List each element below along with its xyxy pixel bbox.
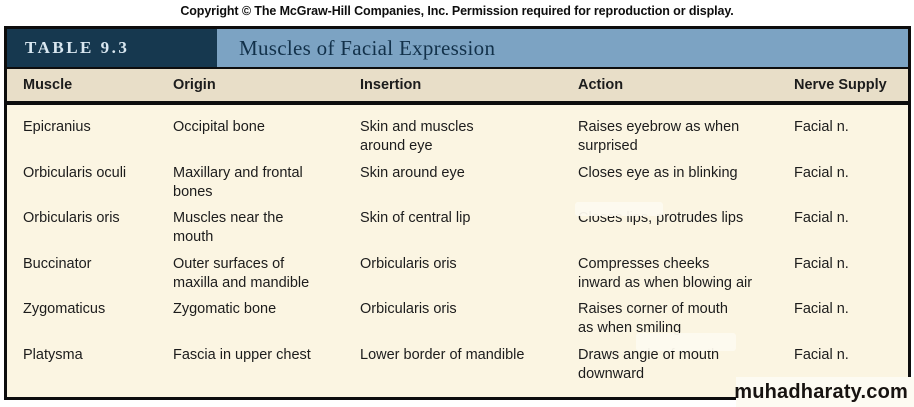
cell-nerve-supply: Facial n.	[794, 346, 849, 363]
cell-origin: Occipital bone	[173, 119, 265, 135]
cell-muscle: Zygomaticus	[23, 301, 106, 317]
column-header-nerve-supply: Nerve Supply	[794, 76, 887, 93]
table-row: Orbicularis oculi Maxillary and frontal …	[7, 164, 908, 210]
erased-text-smudge	[575, 202, 663, 216]
cell-action: Raises eyebrow as when surprised	[578, 119, 740, 154]
cell-nerve-supply: Facial n.	[794, 255, 849, 272]
cell-insertion: Orbicularis oris	[360, 255, 457, 272]
table-muscles-of-facial-expression: TABLE 9.3 Muscles of Facial Expression M…	[4, 26, 911, 400]
cell-muscle: Orbicularis oculi	[23, 164, 127, 181]
column-header-muscle: Muscle	[23, 76, 73, 93]
cell-origin: Muscles near the mouth	[173, 210, 284, 245]
cell-nerve-supply: Facial n.	[794, 164, 849, 181]
table-number-label: TABLE 9.3	[7, 29, 217, 67]
table-row: Zygomaticus Zygomatic bone Orbicularis o…	[7, 300, 908, 346]
cell-nerve-supply: Facial n.	[794, 119, 849, 135]
column-header-row: Muscle Origin Insertion Action Nerve Sup…	[7, 69, 908, 105]
cell-origin: Zygomatic bone	[173, 301, 277, 317]
cell-muscle: Orbicularis oris	[23, 210, 120, 226]
cell-origin: Outer surfaces of maxilla and mandible	[173, 255, 310, 291]
table-title: Muscles of Facial Expression	[239, 35, 496, 60]
column-header-action: Action	[578, 76, 624, 93]
cell-muscle: Platysma	[23, 346, 83, 363]
table-row: Buccinator Outer surfaces of maxilla and…	[7, 255, 908, 301]
table-row: Epicranius Occipital bone Skin and muscl…	[7, 118, 908, 164]
cell-nerve-supply: Facial n.	[794, 301, 849, 317]
cell-nerve-supply: Facial n.	[794, 210, 849, 226]
cell-origin: Fascia in upper chest	[173, 346, 311, 363]
cell-insertion: Orbicularis oris	[360, 301, 457, 317]
table-row: Orbicularis oris Muscles near the mouth …	[7, 209, 908, 255]
cell-insertion: Lower border of mandible	[360, 346, 525, 363]
copyright-notice: Copyright © The McGraw-Hill Companies, I…	[180, 4, 734, 18]
column-header-origin: Origin	[173, 76, 216, 93]
erased-text-smudge	[636, 333, 736, 351]
cell-insertion: Skin around eye	[360, 164, 465, 181]
table-body: Epicranius Occipital bone Skin and muscl…	[7, 105, 908, 391]
cell-action: Raises corner of mouth as when smiling	[578, 301, 728, 336]
column-header-insertion: Insertion	[360, 76, 422, 93]
table-title-banner: TABLE 9.3 Muscles of Facial Expression	[7, 29, 908, 69]
cell-action: Closes eye as in blinking	[578, 164, 738, 181]
cell-origin: Maxillary and frontal bones	[173, 164, 303, 200]
cell-insertion: Skin and muscles around eye	[360, 119, 474, 154]
cell-muscle: Epicranius	[23, 119, 91, 135]
cell-muscle: Buccinator	[23, 255, 92, 272]
cell-action: Compresses cheeks inward as when blowing…	[578, 255, 753, 291]
watermark-muhadharaty: muhadharaty.com	[734, 377, 914, 407]
cell-insertion: Skin of central lip	[360, 210, 471, 226]
